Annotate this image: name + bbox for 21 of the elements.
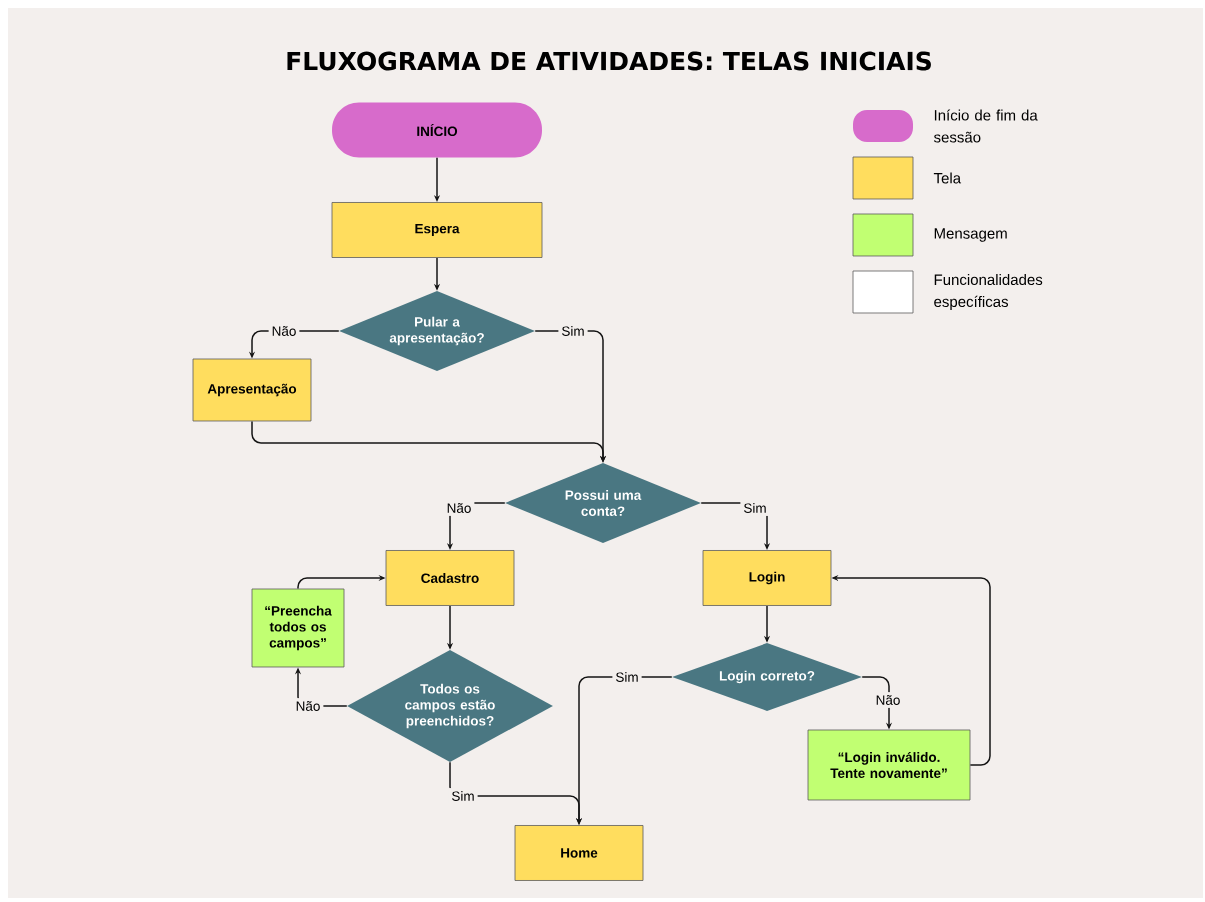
legend-label: Tela — [933, 172, 962, 184]
edge-label: Não — [268, 323, 300, 339]
screen-box: Home — [514, 825, 644, 881]
message-box: “Login inválido. Tente novamente” — [807, 729, 971, 801]
start-terminal: INÍCIO — [332, 102, 542, 158]
legend-label: Funcionalidades específicas — [934, 274, 1043, 310]
legend-label: Início de fim da sessão — [933, 109, 1038, 143]
edge-label: Sim — [740, 500, 770, 516]
legend-label: Mensagem — [934, 228, 1007, 242]
screen-box: Espera — [331, 202, 543, 258]
screen-box: Cadastro — [385, 550, 515, 606]
edge-label: Não — [872, 692, 904, 708]
edge-label: Não — [443, 500, 475, 516]
edge-label: Sim — [612, 669, 642, 685]
edge-label: Sim — [558, 323, 588, 339]
edge-label: Não — [292, 698, 324, 714]
message-box: “Preencha todos os campos” — [251, 588, 345, 668]
edge-label: Sim — [448, 788, 478, 804]
screen-box: Apresentação — [192, 358, 312, 422]
screen-box: Login — [702, 550, 832, 606]
title: FLUXOGRAMA DE ATIVIDADES: TELAS INICIAIS — [287, 51, 931, 71]
